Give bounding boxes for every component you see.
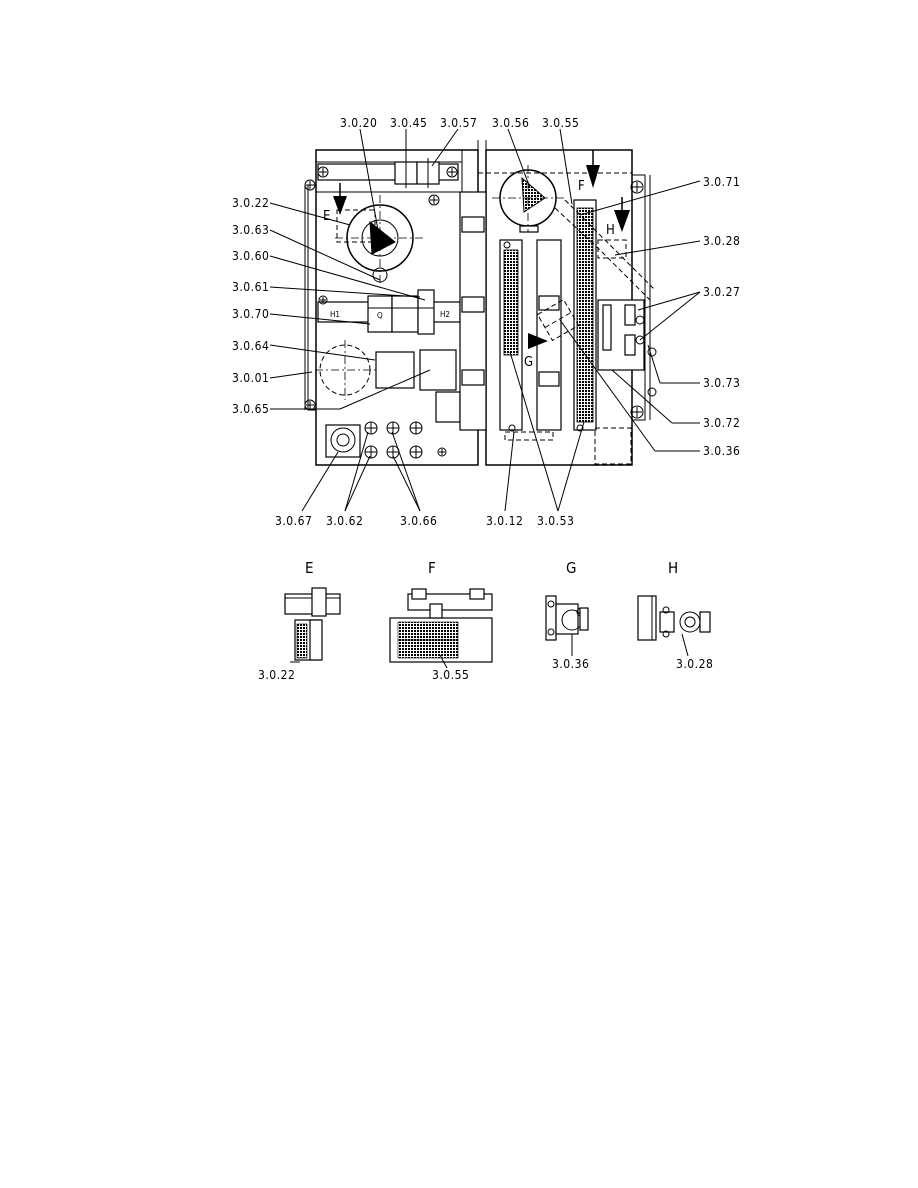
label-3-0-28: 3.0.28	[703, 234, 740, 248]
label-3-0-62: 3.0.62	[326, 514, 363, 528]
label-3-0-70: 3.0.70	[232, 307, 269, 321]
label-3-0-12: 3.0.12	[486, 514, 523, 528]
rail-label-h2: H2	[440, 310, 450, 319]
label-3-0-22: 3.0.22	[232, 196, 269, 210]
label-3-0-45: 3.0.45	[390, 116, 427, 130]
label-3-0-72: 3.0.72	[703, 416, 740, 430]
label-3-0-63: 3.0.63	[232, 223, 269, 237]
arrow-H	[614, 210, 630, 232]
label-3-0-67: 3.0.67	[275, 514, 312, 528]
label-3-0-65: 3.0.65	[232, 402, 269, 416]
label-3-0-73: 3.0.73	[703, 376, 740, 390]
view-marker-H: H	[606, 223, 615, 238]
fuse-holders	[364, 421, 423, 459]
label-3-0-61: 3.0.61	[232, 280, 269, 294]
relay-box-3-0-65	[419, 349, 457, 391]
arrow-G	[528, 333, 548, 349]
label-3-0-36: 3.0.36	[703, 444, 740, 458]
rail-label-h1: H1	[330, 310, 340, 319]
detail-label-H: 3.0.28	[676, 657, 713, 671]
label-3-0-71: 3.0.71	[703, 175, 740, 189]
detail-view-G: G 3.0.36	[545, 559, 589, 671]
label-3-0-01: 3.0.01	[232, 371, 269, 385]
arrow-E	[333, 196, 347, 215]
view-marker-F: F	[578, 179, 585, 194]
label-3-0-27: 3.0.27	[703, 285, 740, 299]
arrow-F	[586, 165, 600, 188]
detail-label-E: 3.0.22	[258, 668, 295, 682]
view-marker-E: E	[323, 209, 330, 224]
detail-label-G: 3.0.36	[552, 657, 589, 671]
detail-title-H: H	[668, 559, 678, 577]
relay-box-3-0-64	[375, 351, 415, 389]
label-3-0-57: 3.0.57	[440, 116, 477, 130]
label-3-0-66: 3.0.66	[400, 514, 437, 528]
leader-lines	[269, 128, 701, 512]
detail-view-H: H 3.0.28	[637, 559, 713, 671]
detail-view-F: F 3.0.55	[389, 559, 493, 682]
label-3-0-56: 3.0.56	[492, 116, 529, 130]
label-3-0-53: 3.0.53	[537, 514, 574, 528]
label-3-0-60: 3.0.60	[232, 249, 269, 263]
main-assembly: E H1 H2 Q	[304, 140, 657, 466]
view-marker-G: G	[524, 355, 533, 370]
label-3-0-64: 3.0.64	[232, 339, 269, 353]
detail-title-G: G	[566, 559, 576, 577]
contactor-q-label: Q	[377, 311, 383, 320]
label-3-0-55: 3.0.55	[542, 116, 579, 130]
detail-label-F: 3.0.55	[432, 668, 469, 682]
detail-title-F: F	[428, 559, 436, 577]
callout-labels: 3.0.20 3.0.45 3.0.57 3.0.56 3.0.55 3.0.7…	[232, 116, 740, 528]
detail-view-E: E 3.0.22	[258, 559, 341, 682]
label-3-0-20: 3.0.20	[340, 116, 377, 130]
detail-title-E: E	[305, 559, 314, 577]
